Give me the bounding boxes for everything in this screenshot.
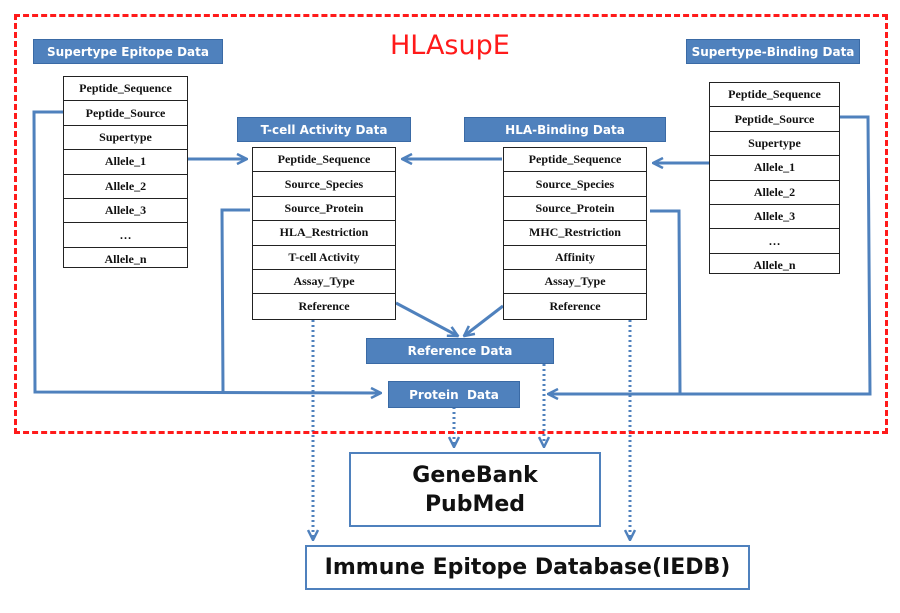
tcell-activity-header: T-cell Activity Data	[237, 117, 411, 142]
genebank-pubmed-box: GeneBank PubMed	[349, 452, 601, 527]
table-row: Source_Species	[253, 172, 395, 197]
arrow-tcell-ref	[395, 301, 458, 338]
table-row: Source_Species	[504, 172, 646, 197]
line-hla-protein	[650, 209, 682, 394]
line-tcell-protein	[220, 208, 250, 393]
supertype-binding-header: Supertype-Binding Data	[686, 39, 860, 64]
table-row: Supertype	[710, 132, 839, 157]
hla-binding-table: Peptide_Sequence Source_Species Source_P…	[503, 147, 647, 320]
table-row: Assay_Type	[253, 270, 395, 295]
table-row: Allele_n	[753, 258, 796, 273]
table-row: Peptide_Source	[710, 107, 839, 132]
table-row: …	[64, 223, 187, 248]
iedb-box: Immune Epitope Database(IEDB)	[305, 545, 750, 590]
hlasupe-boundary	[14, 14, 888, 434]
table-row: Source_Protein	[253, 197, 395, 222]
table-row: Source_Protein	[504, 197, 646, 222]
hla-binding-header: HLA-Binding Data	[464, 117, 666, 142]
pubmed-label: PubMed	[424, 491, 526, 517]
reference-data-box: Reference Data	[366, 338, 554, 364]
line-stb-source	[548, 115, 872, 394]
table-row: Allele_1	[64, 150, 187, 175]
table-row: Reference	[298, 299, 350, 314]
table-row: Allele_2	[710, 181, 839, 205]
arrow-hla-ref	[464, 304, 504, 336]
table-row: Allele_2	[64, 175, 187, 199]
line-epitope-source	[32, 110, 381, 393]
table-row: …	[710, 229, 839, 254]
diagram-title: HLAsupE	[390, 30, 510, 61]
supertype-epitope-header: Supertype Epitope Data	[33, 39, 223, 64]
tcell-activity-table: Peptide_Sequence Source_Species Source_P…	[252, 147, 396, 320]
table-row: Peptide_Sequence	[64, 77, 187, 102]
table-row: Allele_3	[64, 199, 187, 224]
table-row: Peptide_Sequence	[504, 148, 646, 173]
table-row: Peptide_Sequence	[253, 148, 395, 173]
table-row: Affinity	[504, 246, 646, 270]
table-row: Assay_Type	[504, 270, 646, 295]
table-row: Allele_3	[710, 205, 839, 230]
table-row: Peptide_Source	[64, 101, 187, 126]
supertype-binding-table: Peptide_Sequence Peptide_Source Supertyp…	[709, 82, 840, 274]
protein-data-box: Protein Data	[388, 381, 520, 408]
table-row: Peptide_Sequence	[710, 83, 839, 108]
iedb-label: Immune Epitope Database(IEDB)	[324, 555, 731, 580]
genebank-label: GeneBank	[412, 462, 538, 488]
table-row: Supertype	[64, 126, 187, 151]
supertype-epitope-table: Peptide_Sequence Peptide_Source Supertyp…	[63, 76, 188, 268]
table-row: Allele_n	[104, 252, 147, 267]
table-row: T-cell Activity	[253, 246, 395, 270]
table-row: MHC_Restriction	[504, 221, 646, 246]
table-row: Allele_1	[710, 156, 839, 181]
table-row: HLA_Restriction	[253, 221, 395, 246]
table-row: Reference	[549, 299, 601, 314]
